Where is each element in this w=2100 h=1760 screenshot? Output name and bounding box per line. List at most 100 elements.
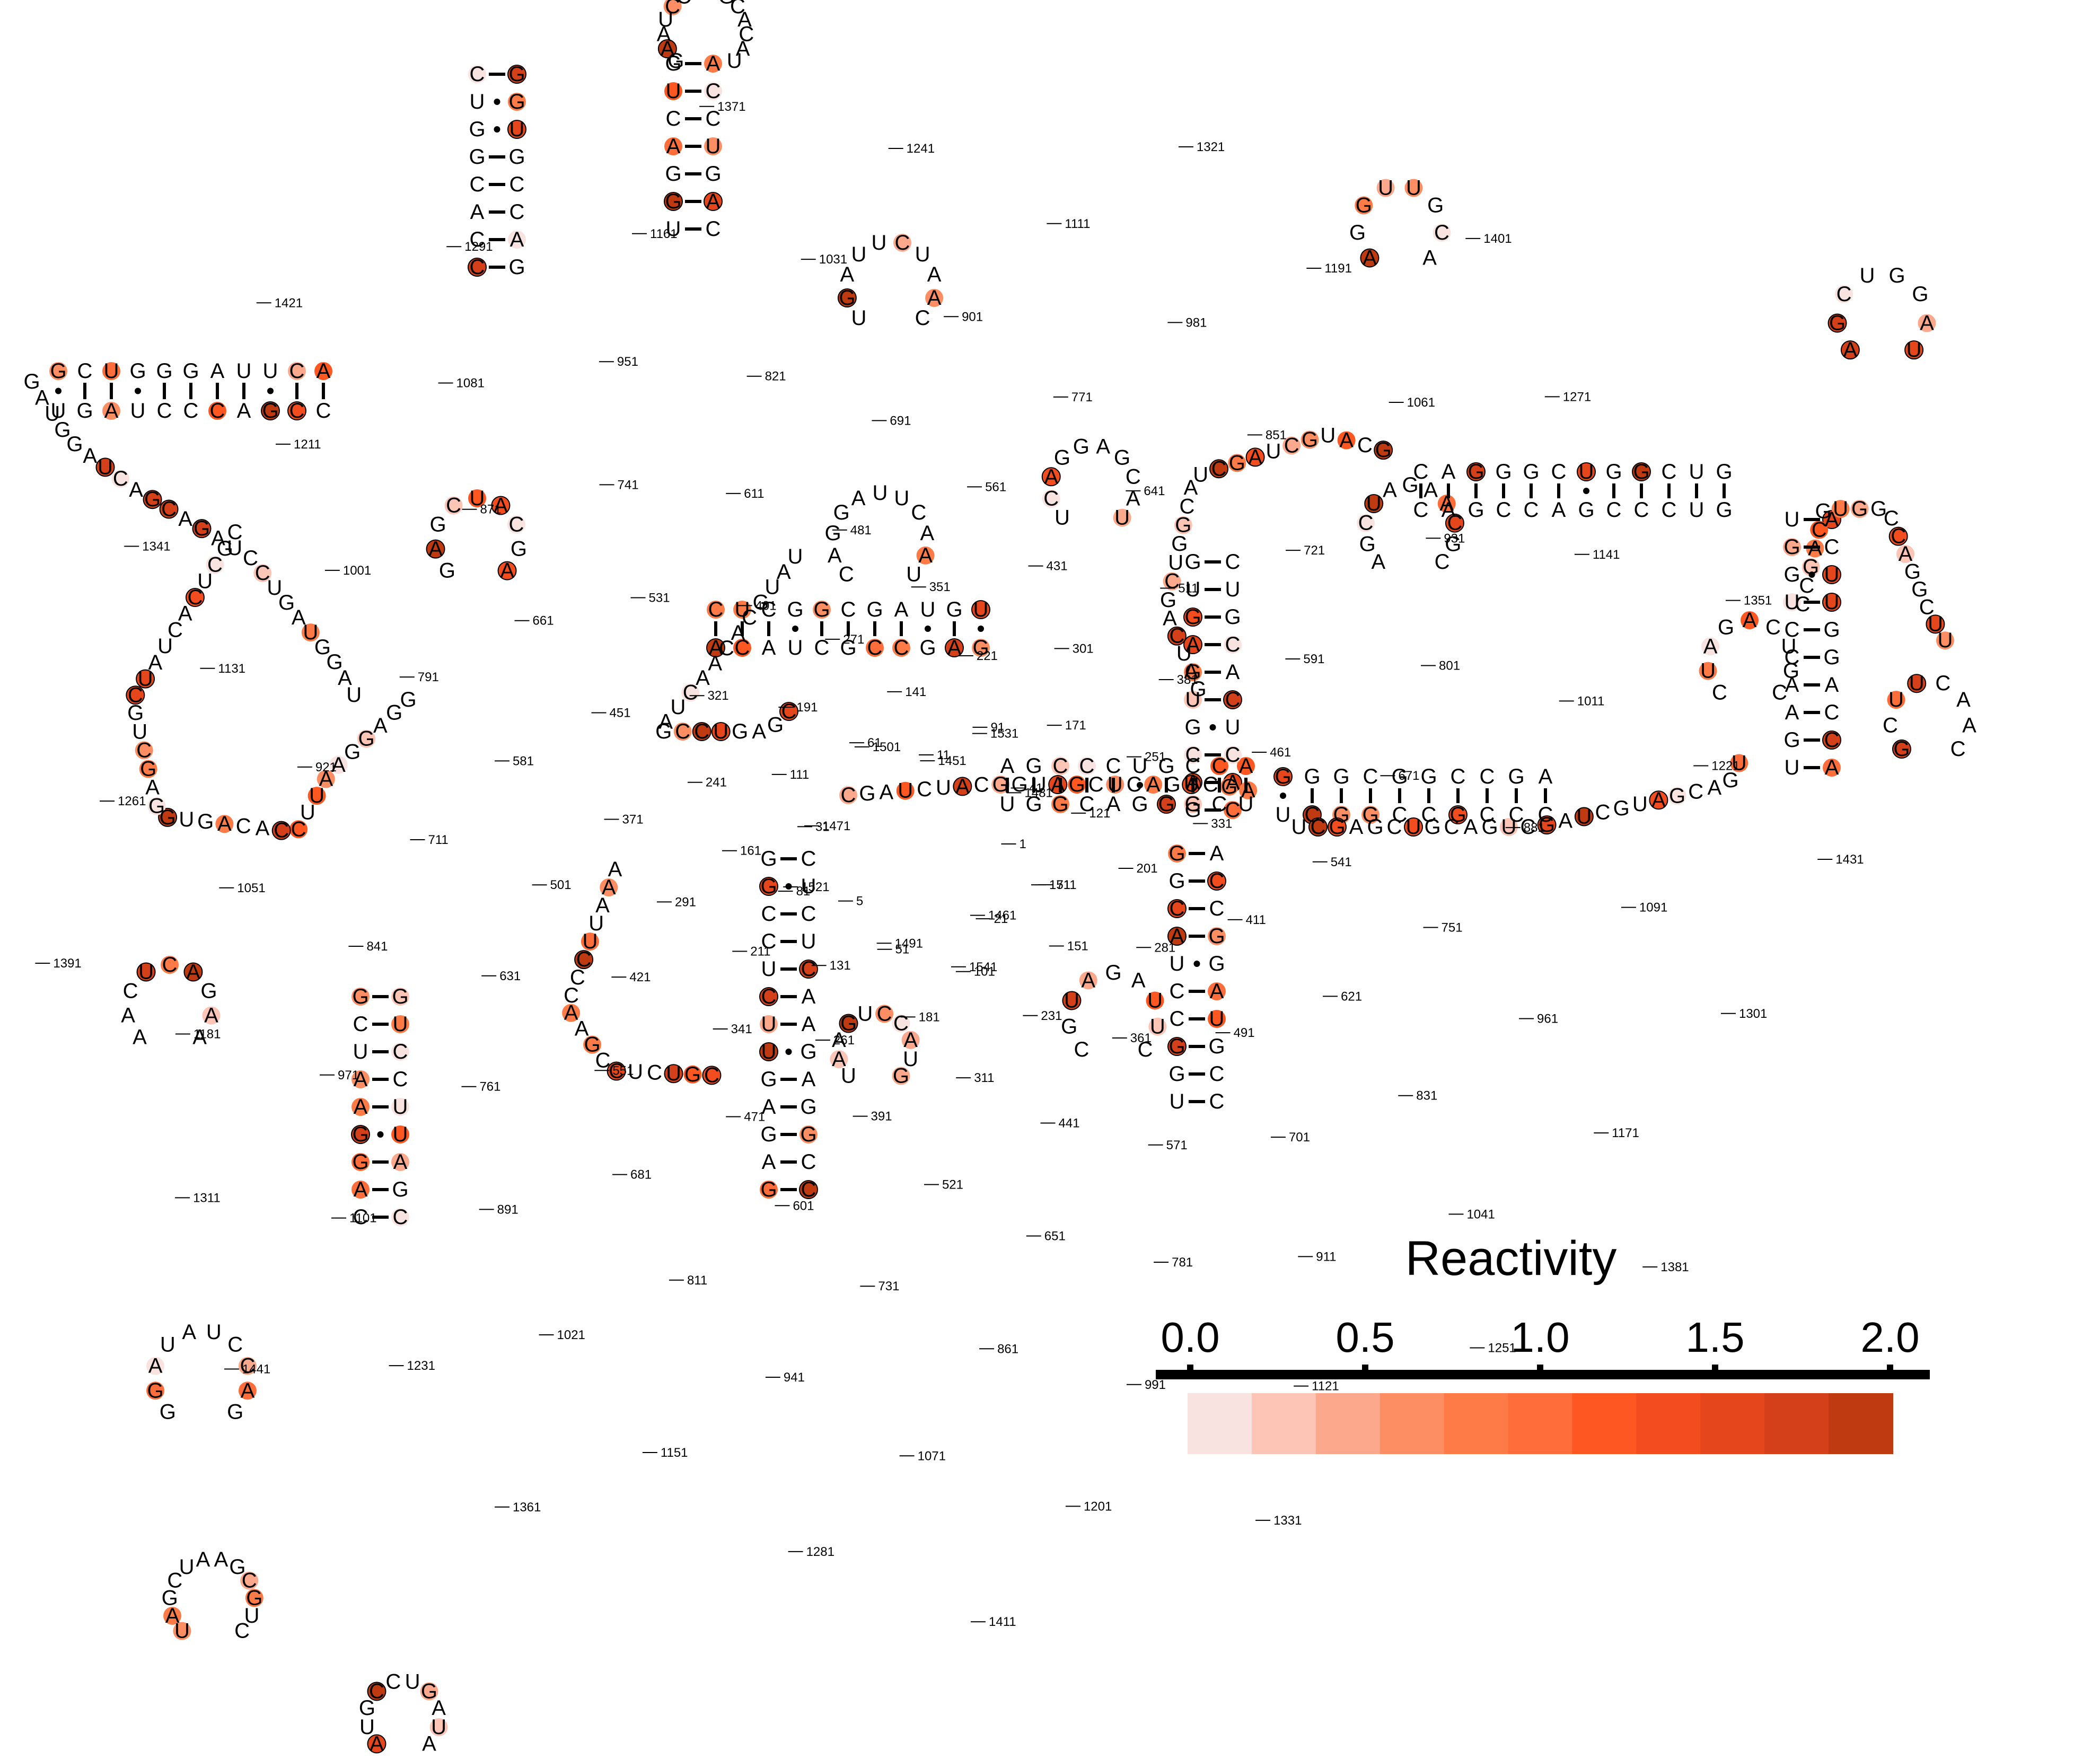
nucleotide: A xyxy=(1743,609,1757,632)
nucleotide: A xyxy=(1239,754,1253,778)
position-number: 561 xyxy=(985,480,1006,494)
nucleotide: U xyxy=(1185,578,1201,601)
position-number: 1281 xyxy=(806,1545,834,1559)
nucleotide: G xyxy=(859,782,875,805)
nucleotide: C xyxy=(316,399,331,423)
nucleotide: A xyxy=(1226,771,1240,794)
nucleotide: G xyxy=(439,559,455,583)
position-number: 1261 xyxy=(118,794,146,808)
position-number: 1101 xyxy=(349,1211,377,1226)
position-number: 1131 xyxy=(218,662,245,676)
nucleotide: G xyxy=(1333,803,1349,826)
nucleotide: G xyxy=(866,598,883,621)
nucleotide: U xyxy=(1928,612,1943,636)
nucleotide: A xyxy=(696,666,710,690)
reactivity-marker xyxy=(925,288,944,307)
reactivity-marker xyxy=(1301,430,1319,449)
nucleotide: U xyxy=(894,487,909,510)
nucleotide: U xyxy=(1055,506,1070,530)
position-number: 521 xyxy=(942,1177,963,1192)
position-number: 1421 xyxy=(275,296,303,310)
nucleotide: G xyxy=(156,359,172,383)
position-number: 131 xyxy=(830,958,851,973)
nucleotide: A xyxy=(373,714,388,737)
reactivity-marker xyxy=(146,1381,165,1400)
nucleotide: A xyxy=(196,1548,210,1571)
nucleotide: G xyxy=(1069,773,1085,796)
nucleotide: C xyxy=(157,399,172,423)
reactivity-marker xyxy=(760,1181,778,1199)
nucleotide: U xyxy=(936,776,951,799)
nucleotide: C xyxy=(1496,498,1512,522)
nucleotide: A xyxy=(1146,773,1161,796)
nucleotide: G xyxy=(1105,961,1121,984)
position-number: 701 xyxy=(1289,1130,1310,1145)
reactivity-marker xyxy=(352,1098,370,1116)
nucleotide: A xyxy=(1186,771,1200,794)
nucleotide: C xyxy=(1824,701,1840,724)
nucleotide: G xyxy=(66,433,83,456)
nucleotide: C xyxy=(1413,460,1429,483)
nucleotide: A xyxy=(319,767,333,790)
reactivity-marker xyxy=(301,623,320,642)
wobble-pair-dot xyxy=(494,99,500,105)
reactivity-marker xyxy=(1239,781,1258,799)
nucleotide: A xyxy=(666,135,681,158)
position-number: 1201 xyxy=(1084,1499,1112,1513)
position-number: 421 xyxy=(629,970,651,984)
nucleotide: A xyxy=(1081,969,1095,992)
nucleotide: U xyxy=(1833,497,1848,521)
nucleotide: U xyxy=(903,1048,918,1071)
wobble-pair-dot xyxy=(135,388,141,394)
nucleotide: C xyxy=(234,1620,250,1643)
nucleotide: A xyxy=(1424,478,1438,501)
nucleotide: C xyxy=(1765,615,1781,639)
nucleotide: A xyxy=(840,263,855,286)
nucleotide: A xyxy=(762,1095,776,1119)
nucleotide: G xyxy=(1359,532,1376,556)
nucleotide: G xyxy=(1893,737,1910,761)
nucleotide: G xyxy=(760,847,777,870)
nucleotide: U xyxy=(98,455,113,479)
position-number: 711 xyxy=(428,833,449,847)
nucleotide: C xyxy=(1185,754,1201,778)
reactivity-marker xyxy=(1802,558,1820,576)
nucleotide: G xyxy=(1184,793,1201,816)
nucleotide: C xyxy=(183,399,199,423)
nucleotide: G xyxy=(1633,460,1649,483)
nucleotide: C xyxy=(1444,815,1460,839)
nucleotide: U xyxy=(841,1064,856,1087)
position-number: 1071 xyxy=(918,1449,946,1463)
reactivity-marker xyxy=(1577,462,1596,481)
position-number: 171 xyxy=(1065,718,1086,733)
nucleotide: A xyxy=(802,985,816,1008)
legend-tick-label: 0.0 xyxy=(1161,1314,1219,1361)
nucleotide: G xyxy=(1054,446,1070,469)
wobble-pair-dot xyxy=(1280,793,1286,799)
nucleotide: G xyxy=(148,795,165,818)
wobble-pair-dot xyxy=(1808,571,1815,578)
nucleotide: C xyxy=(666,107,681,130)
reactivity-marker xyxy=(1048,775,1068,794)
reactivity-marker xyxy=(1051,795,1069,813)
reactivity-marker xyxy=(289,820,308,839)
nucleotide: U xyxy=(920,598,936,621)
position-number: 141 xyxy=(905,685,926,699)
nucleotide: G xyxy=(1158,754,1174,778)
reactivity-marker xyxy=(702,1066,722,1085)
reactivity-marker xyxy=(663,0,682,15)
nucleotide: A xyxy=(918,544,933,567)
reactivity-marker xyxy=(1850,500,1869,518)
nucleotide: A xyxy=(214,1548,229,1571)
reactivity-marker xyxy=(839,1014,858,1033)
nucleotide: A xyxy=(927,286,942,310)
nucleotide: G xyxy=(718,0,735,8)
reactivity-marker xyxy=(1078,757,1096,775)
position-number: 1231 xyxy=(407,1359,435,1373)
legend-tick-mark xyxy=(1537,1365,1543,1375)
reactivity-marker xyxy=(139,760,157,778)
nucleotide: G xyxy=(800,1040,816,1063)
reactivity-marker xyxy=(901,1031,920,1049)
nucleotide: G xyxy=(767,713,784,736)
